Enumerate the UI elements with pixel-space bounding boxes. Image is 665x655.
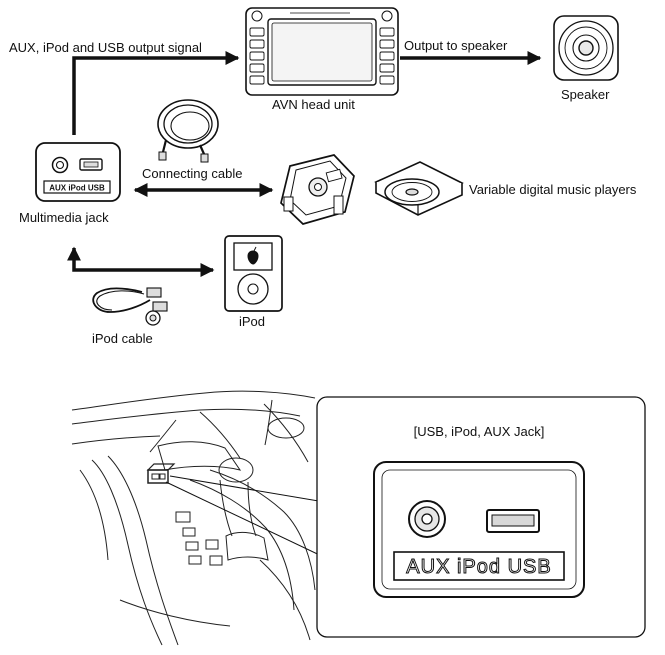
cd-player-icon [374,161,464,216]
head-unit-illustration [245,7,399,96]
label-avn-head-unit: AVN head unit [272,97,355,112]
arrow-jack-to-head-unit [72,51,240,135]
label-multimedia-jack: Multimedia jack [19,210,109,225]
ipod-icon [224,235,283,312]
label-speaker: Speaker [561,87,610,102]
label-ipod-cable: iPod cable [92,331,153,346]
label-digital-music-players: Variable digital music players [469,182,637,197]
multimedia-jack-large-illustration [373,461,585,598]
label-ipod: iPod [239,314,266,329]
jack-faceplate-small: AUX iPod USB [49,184,105,193]
label-output-to-speaker: Output to speaker [404,38,508,53]
label-output-signal: AUX, iPod and USB output signal [9,40,202,55]
label-connecting-cable: Connecting cable [142,166,243,181]
flow-arrows [67,51,542,277]
portable-player-icon [280,154,355,225]
car-console-illustration [71,390,316,646]
multimedia-jack-illustration [35,142,121,202]
connecting-cable-icon [157,99,219,163]
speaker-icon [553,15,619,81]
ipod-cable-icon [92,287,168,326]
arrow-jack-to-ipod [67,246,215,277]
jack-faceplate-large: AUX iPod USB [406,556,551,578]
jack-detail-title: [USB, iPod, AUX Jack] [414,424,545,439]
